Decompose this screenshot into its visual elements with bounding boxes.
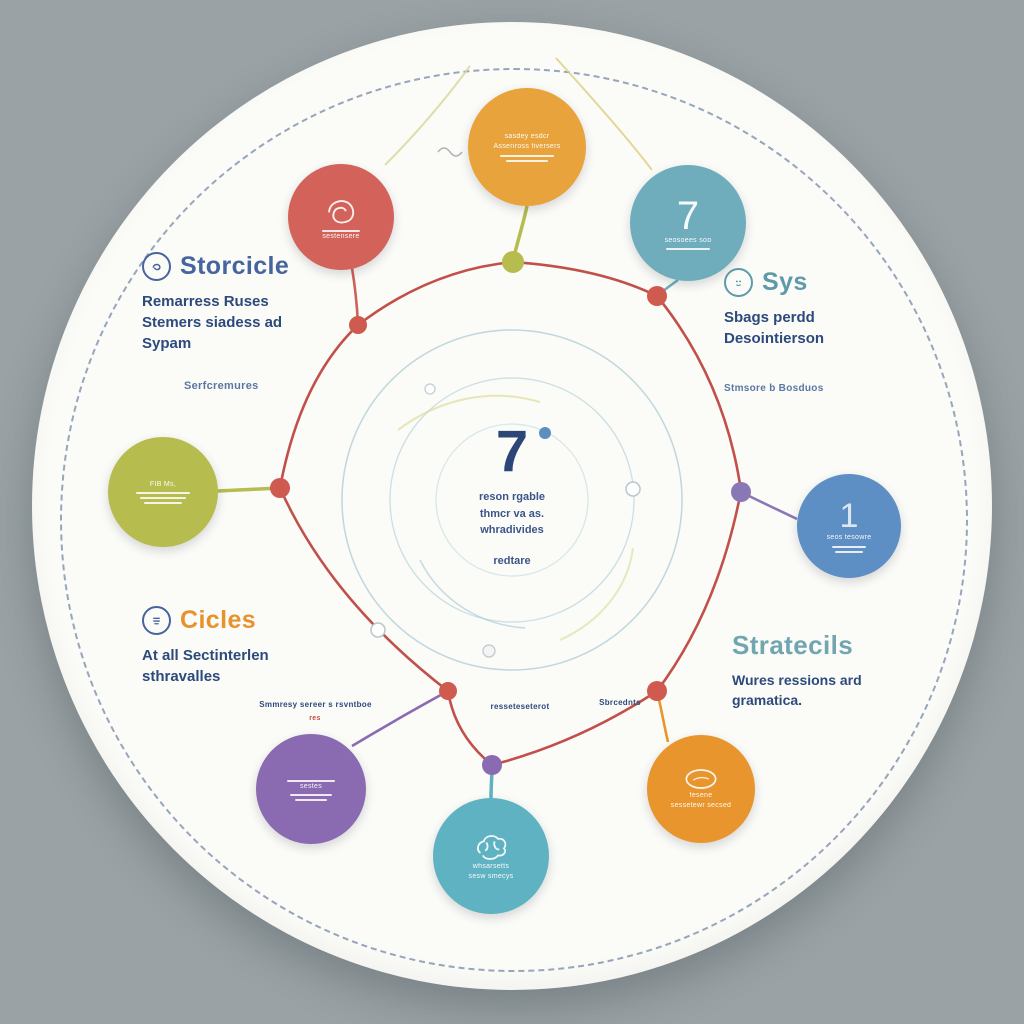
- node-right-blue: 1 seos tesowre: [797, 474, 901, 578]
- label-title: Storcicle: [180, 252, 290, 280]
- label-note: Stmsore b Bosduos: [724, 383, 824, 394]
- label-lines: At all Sectinterlen sthravalles: [142, 645, 357, 687]
- label-title: Cicles: [180, 606, 257, 634]
- node-top-right-teal: 7 seosoees soo: [630, 165, 746, 281]
- center-text-line: reson rgable: [478, 491, 546, 503]
- center-number: 7: [495, 419, 529, 484]
- text-line-decoration: [295, 799, 327, 802]
- center-hub: 7 reson rgable thmcr va as. whradivides …: [427, 423, 597, 567]
- ring-junction-dots: [270, 251, 751, 775]
- label-block-cicles: Cicles At all Sectinterlen sthravalles: [142, 606, 357, 687]
- text-line-decoration: [322, 229, 360, 232]
- label-line: At all Sectinterlen: [142, 647, 269, 664]
- center-text: reson rgable thmcr va as. whradivides: [427, 489, 597, 539]
- cicles-badge-icon: [142, 606, 171, 635]
- label-line: Desointierson: [724, 330, 825, 347]
- node-bottom-right-orange: fesene sessetewr secsed: [647, 735, 755, 843]
- node-text: fesene: [689, 792, 713, 800]
- label-block-sys: Sys Sbags perdd Desointierson Stmsore b …: [724, 268, 919, 394]
- brain-icon: [477, 835, 507, 861]
- ring-label-middle: resseteseterot: [490, 702, 550, 711]
- node-text: sestes: [299, 782, 323, 790]
- label-title-row: Storcicle: [142, 252, 357, 281]
- label-block-storcicle: Storcicle Remarress Ruses Stemers siades…: [142, 252, 357, 392]
- center-footer-text: redtare: [493, 554, 531, 567]
- label-title-row: Sys: [724, 268, 919, 297]
- label-lines: Remarress Ruses Stemers siadess ad Sypam: [142, 291, 357, 354]
- node-number: 7: [676, 193, 700, 238]
- label-lines: Wures ressions ard gramatica.: [732, 671, 947, 710]
- node-number: 1: [839, 497, 859, 536]
- label-line: Remarress Ruses: [142, 293, 269, 310]
- node-top-orange: sasdey esdcr Asseriross fiversers: [468, 88, 586, 206]
- outer-dashed-ring: [60, 68, 968, 972]
- node-text: sesw smecys: [468, 873, 514, 880]
- decorative-curves: [384, 57, 653, 641]
- node-top-left-red: sestensere: [288, 164, 394, 270]
- label-title: Stratecils: [732, 630, 854, 660]
- label-block-stratecils: Stratecils Wures ressions ard gramatica.: [732, 630, 947, 710]
- center-text-line: thmcr va as.: [479, 507, 545, 520]
- text-line-decoration: [290, 794, 332, 797]
- connector-bottom-left-purple: [351, 689, 449, 748]
- sys-badge-icon: [724, 268, 753, 297]
- node-text: sasdey esdcr: [504, 133, 550, 141]
- ring-label-right: Sbrcednts: [599, 698, 641, 707]
- inner-guide-rings: [341, 329, 683, 671]
- label-line: sthravalles: [142, 668, 221, 685]
- label-line: Sypam: [142, 335, 192, 352]
- text-line-decoration: [835, 550, 863, 553]
- label-title: Sys: [762, 268, 808, 296]
- node-bottom-teal: whsarsetts sesw smecys: [433, 798, 549, 914]
- label-line: Wures ressions ard: [732, 672, 862, 688]
- label-line: gramatica.: [732, 691, 803, 708]
- text-line-decoration: [287, 779, 335, 782]
- inner-small-dots: [370, 383, 641, 658]
- label-note: Serfcremures: [184, 380, 259, 392]
- squiggle-mark: [437, 147, 463, 157]
- connector-left-olive: [217, 486, 280, 493]
- ring-label-left: Smmresy sereer s rsvntboe: [259, 700, 372, 709]
- text-line-decoration: [140, 497, 186, 500]
- text-line-decoration: [144, 502, 182, 505]
- text-line-decoration: [832, 545, 866, 548]
- oval-scribble-icon: [685, 769, 717, 790]
- label-title-row: Cicles: [142, 606, 357, 635]
- node-text: sestensere: [322, 232, 360, 240]
- node-text: FIB Ms,: [149, 480, 177, 488]
- node-left-olive: FIB Ms,: [108, 437, 218, 547]
- storcicle-badge-icon: [142, 252, 171, 281]
- label-lines: Sbags perdd Desointierson: [724, 307, 919, 349]
- node-text: seos tesowre: [826, 534, 872, 542]
- text-line-decoration: [500, 154, 554, 157]
- text-line-decoration: [506, 159, 548, 162]
- label-line: Stemers siadess ad: [142, 314, 283, 331]
- label-title-row: Stratecils: [732, 630, 947, 661]
- node-text: sessetewr secsed: [670, 802, 732, 809]
- center-text-line: whradivides: [480, 524, 544, 536]
- text-line-decoration: [666, 248, 710, 251]
- text-line-decoration: [136, 492, 190, 495]
- node-text: Asseriross fiversers: [493, 143, 561, 150]
- node-text: whsarsetts: [472, 863, 510, 871]
- node-bottom-left-purple: sestes: [256, 734, 366, 844]
- label-line: Sbags perdd: [724, 309, 815, 326]
- scribble-icon: [328, 199, 355, 223]
- node-text: seosoees soo: [664, 236, 712, 244]
- ring-label-left-sub: res: [309, 715, 321, 722]
